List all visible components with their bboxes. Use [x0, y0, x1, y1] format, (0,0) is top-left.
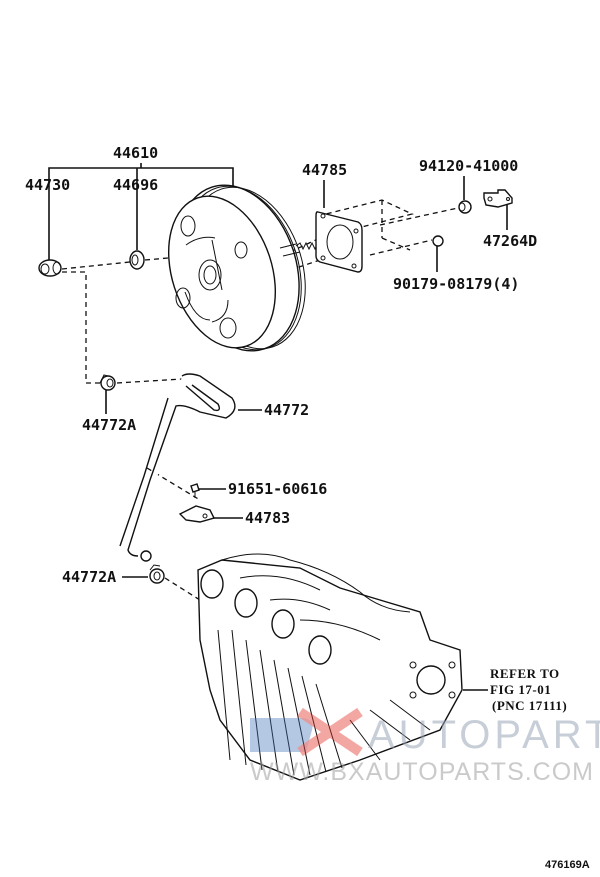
reference-note[interactable]: REFER TO FIG 17-01 (PNC 17111): [490, 666, 567, 713]
watermark-logo-bx: [250, 707, 363, 757]
hose-clamp-upper[interactable]: [99, 374, 116, 391]
label-44783[interactable]: 44783: [245, 509, 290, 527]
grommet[interactable]: [129, 250, 145, 270]
watermark-url: WWW.BXAUTOPARTS.COM: [250, 758, 594, 786]
label-44610[interactable]: 44610: [113, 144, 158, 162]
clevis[interactable]: [483, 189, 513, 208]
check-valve[interactable]: [38, 259, 62, 277]
nut-upper[interactable]: [458, 200, 472, 214]
vacuum-hose[interactable]: [119, 373, 236, 562]
leader-lines: [48, 163, 508, 691]
brake-booster[interactable]: [150, 169, 325, 367]
watermark-brand: AUTOPARTS: [368, 713, 600, 757]
bolt[interactable]: [190, 483, 200, 498]
label-44696[interactable]: 44696: [113, 176, 158, 194]
label-90179-08179[interactable]: 90179-08179(4): [393, 275, 519, 293]
watermark: AUTOPARTS WWW.BXAUTOPARTS.COM: [250, 707, 600, 786]
reference-line-1: REFER TO: [490, 666, 560, 681]
label-44772a-upper[interactable]: 44772A: [82, 416, 136, 434]
leader-44610-bracket: [48, 163, 234, 195]
figure-code: 476169A: [545, 859, 590, 871]
label-47264d[interactable]: 47264D: [483, 232, 537, 250]
hose-clamp-lower[interactable]: [149, 564, 165, 584]
label-44772[interactable]: 44772: [264, 401, 309, 419]
reference-line-2: FIG 17-01: [490, 682, 551, 697]
bracket[interactable]: [178, 505, 216, 523]
intake-manifold[interactable]: [197, 553, 463, 781]
reference-line-3: (PNC 17111): [492, 698, 567, 713]
nut-lower[interactable]: [432, 235, 444, 247]
label-44730[interactable]: 44730: [25, 176, 70, 194]
gasket[interactable]: [315, 211, 363, 273]
label-91651-60616[interactable]: 91651-60616: [228, 480, 327, 498]
label-44785[interactable]: 44785: [302, 161, 347, 179]
label-94120-41000[interactable]: 94120-41000: [419, 157, 518, 175]
label-44772a-lower[interactable]: 44772A: [62, 568, 116, 586]
